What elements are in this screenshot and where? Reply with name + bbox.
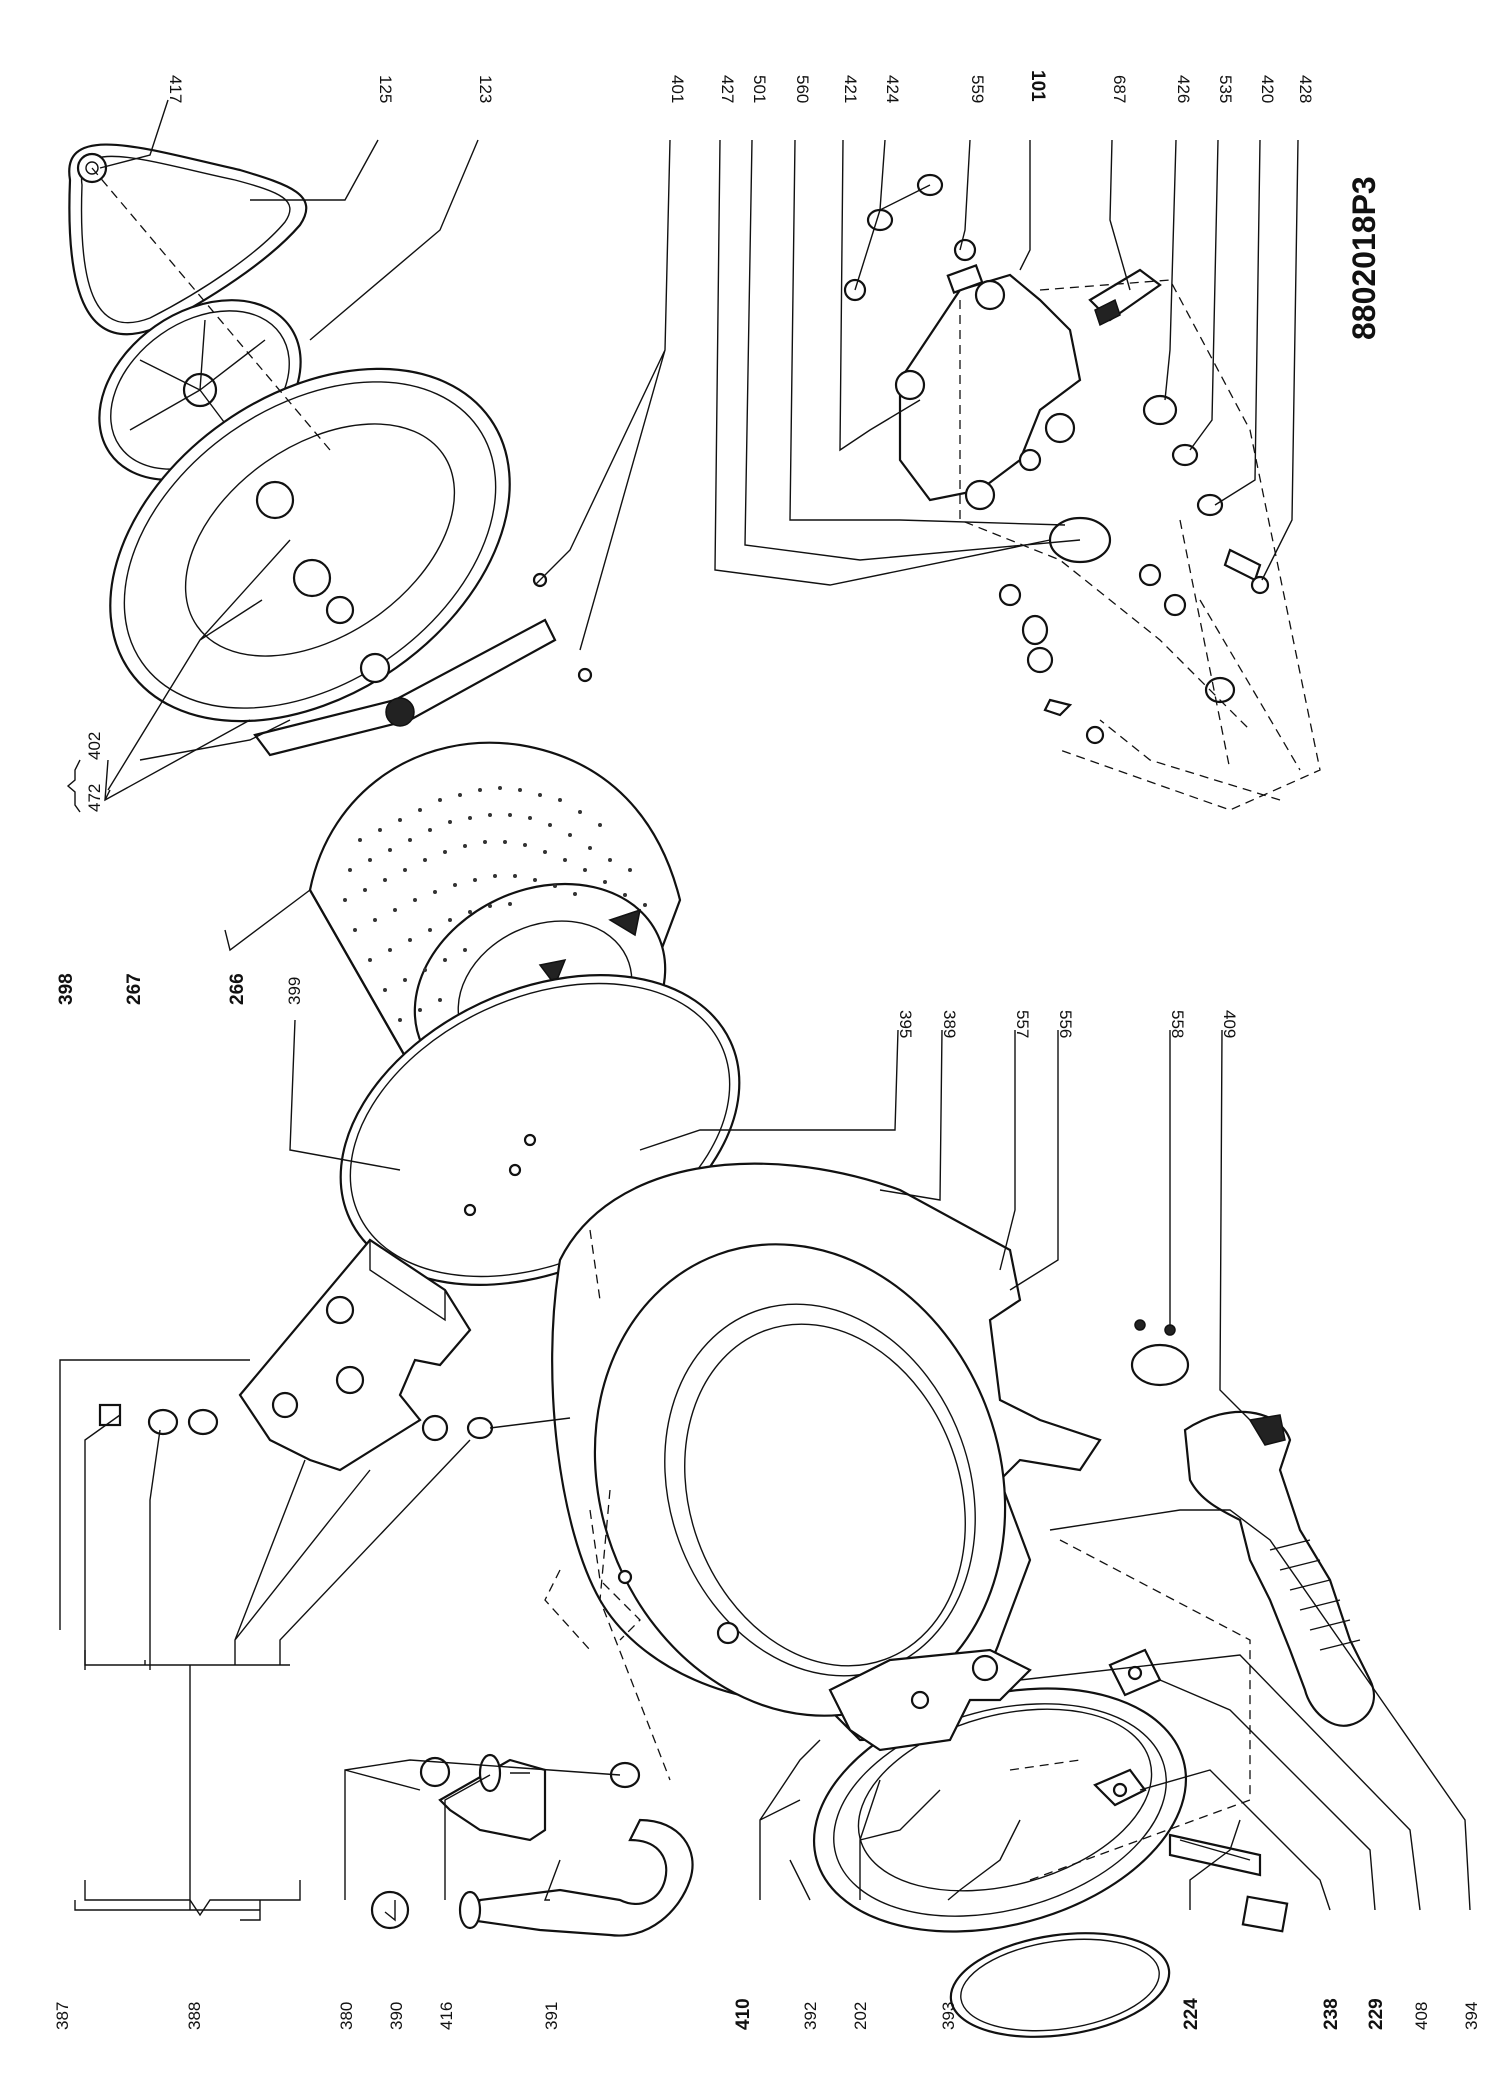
tub-bracket [828, 1648, 1032, 1752]
label-387: 387 [53, 2002, 72, 2030]
sump-hose [1183, 1410, 1375, 1727]
front-tub-half [551, 1162, 1102, 1742]
label-560: 560 [793, 75, 812, 103]
label-394: 394 [1462, 2002, 1481, 2030]
label-420: 420 [1258, 75, 1277, 103]
bearing-housing [894, 264, 1082, 511]
label-559: 559 [968, 75, 987, 103]
label-428: 428 [1296, 75, 1315, 103]
brace-402-472 [66, 759, 81, 813]
label-266: 266 [227, 973, 248, 1005]
counterweight-bolt-set [98, 1403, 571, 1442]
hose-elbow [370, 1818, 694, 1937]
part-labels: 417 125 123 401 427 501 560 421 424 559 … [53, 70, 1481, 2030]
label-410: 410 [733, 1998, 754, 2030]
label-408: 408 [1412, 2002, 1431, 2030]
label-224: 224 [1181, 1998, 1202, 2030]
drain-hose-connector [438, 1753, 547, 1842]
label-391: 391 [542, 2002, 561, 2030]
label-267: 267 [124, 973, 145, 1005]
label-558: 558 [1168, 1010, 1187, 1038]
drive-belt [68, 143, 308, 336]
label-427: 427 [718, 75, 737, 103]
label-557: 557 [1013, 1010, 1032, 1038]
label-535: 535 [1216, 75, 1235, 103]
elbow-nozzle [419, 1756, 641, 1789]
label-409: 409 [1220, 1010, 1239, 1038]
label-421: 421 [841, 75, 860, 103]
label-424: 424 [883, 75, 902, 103]
label-202: 202 [851, 2002, 870, 2030]
door-clamp-ring [949, 1932, 1171, 2038]
label-501: 501 [750, 75, 769, 103]
label-426: 426 [1174, 75, 1193, 103]
label-380: 380 [337, 2002, 356, 2030]
label-388: 388 [185, 2002, 204, 2030]
heating-element [1168, 1833, 1289, 1933]
thermostat-229 [1108, 1648, 1162, 1697]
label-395: 395 [896, 1010, 915, 1038]
label-398: 398 [56, 973, 77, 1005]
drawing-code: 8802018P3 [1346, 176, 1382, 340]
counterweight [238, 1238, 472, 1472]
label-390: 390 [387, 2002, 406, 2030]
label-123: 123 [476, 75, 495, 103]
label-238: 238 [1321, 1998, 1342, 2030]
thermostat-238 [1093, 1768, 1147, 1807]
label-401: 401 [668, 75, 687, 103]
label-229: 229 [1366, 1998, 1387, 2030]
hose-clamp [1130, 1319, 1190, 1387]
label-389: 389 [940, 1010, 959, 1038]
label-399: 399 [285, 977, 304, 1005]
label-393: 393 [939, 2002, 958, 2030]
label-417: 417 [166, 75, 185, 103]
label-472: 472 [85, 784, 104, 812]
label-556: 556 [1056, 1010, 1075, 1038]
label-687: 687 [1110, 75, 1129, 103]
assembly-dashes [91, 167, 1321, 1881]
leader-lines [59, 99, 1471, 1922]
brace-388 [84, 1880, 301, 1917]
label-101: 101 [1027, 70, 1048, 102]
label-416: 416 [437, 2002, 456, 2030]
label-402: 402 [85, 732, 104, 760]
label-392: 392 [801, 2002, 820, 2030]
label-125: 125 [376, 75, 395, 103]
door-lock-687 [1088, 268, 1162, 327]
